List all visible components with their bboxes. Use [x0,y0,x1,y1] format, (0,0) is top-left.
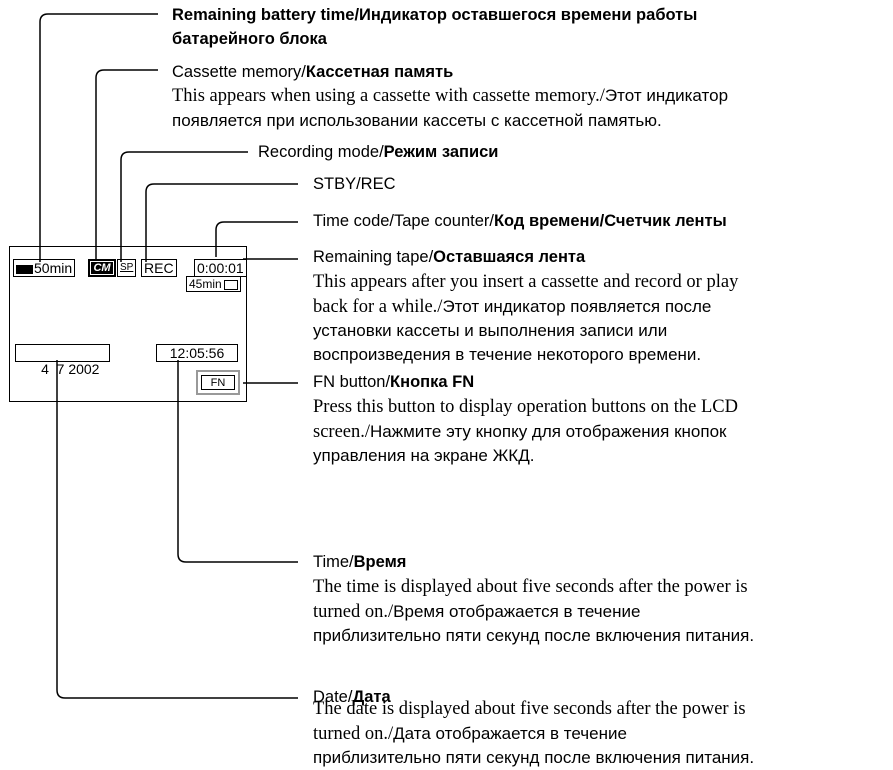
cassette-memory-icon: CM [88,259,116,277]
rec-mode-indicator: SP [117,259,137,277]
line-time-code [215,221,298,257]
time-desc: The time is displayed about five seconds… [313,577,755,645]
date-label: Date/Дата [313,688,391,706]
remaining-tape-desc: This appears after you insert a cassette… [313,272,739,364]
battery-indicator: 50min [13,259,76,277]
cassette-memory-label: Cassette memory/Кассетная память [172,63,454,81]
line-time [177,360,298,563]
lcd-screen: 50min CM SP REC 0:00:01 45min 4 7 2002 1… [9,246,247,402]
time-code-label: Time code/Tape counter/Код времени/Счетч… [313,212,727,230]
battery-label-cont: батарейного блока [172,30,327,48]
time-code: 0:00:01 [194,259,247,277]
cassette-memory-desc: This appears when using a cassette with … [172,86,729,130]
line-battery [39,13,158,262]
fn-button[interactable]: FN [196,370,240,395]
line-cassette-memory [95,69,158,262]
rec-mode-label: Recording mode/Режим записи [258,143,499,161]
date-display: 4 7 2002 [15,344,110,377]
stby-rec-label: STBY/REC [313,175,396,193]
time-display: 12:05:56 [156,344,238,362]
line-rec-mode [120,151,248,262]
line-stby-rec [145,183,298,262]
rec-status: REC [141,259,177,277]
time-label: Time/Время [313,553,407,571]
remaining-tape-label: Remaining tape/Оставшаяся лента [313,248,586,266]
line-date [56,360,298,699]
battery-label: Remaining battery time/Индикатор оставше… [172,6,698,24]
remaining-tape-indicator: 45min [186,276,241,292]
battery-icon [16,264,33,274]
tape-icon [223,279,238,290]
fn-button-desc: Press this button to display operation b… [313,397,738,465]
date-desc: The date is displayed about five seconds… [313,699,755,767]
fn-button-label: FN button/Кнопка FN [313,373,475,391]
